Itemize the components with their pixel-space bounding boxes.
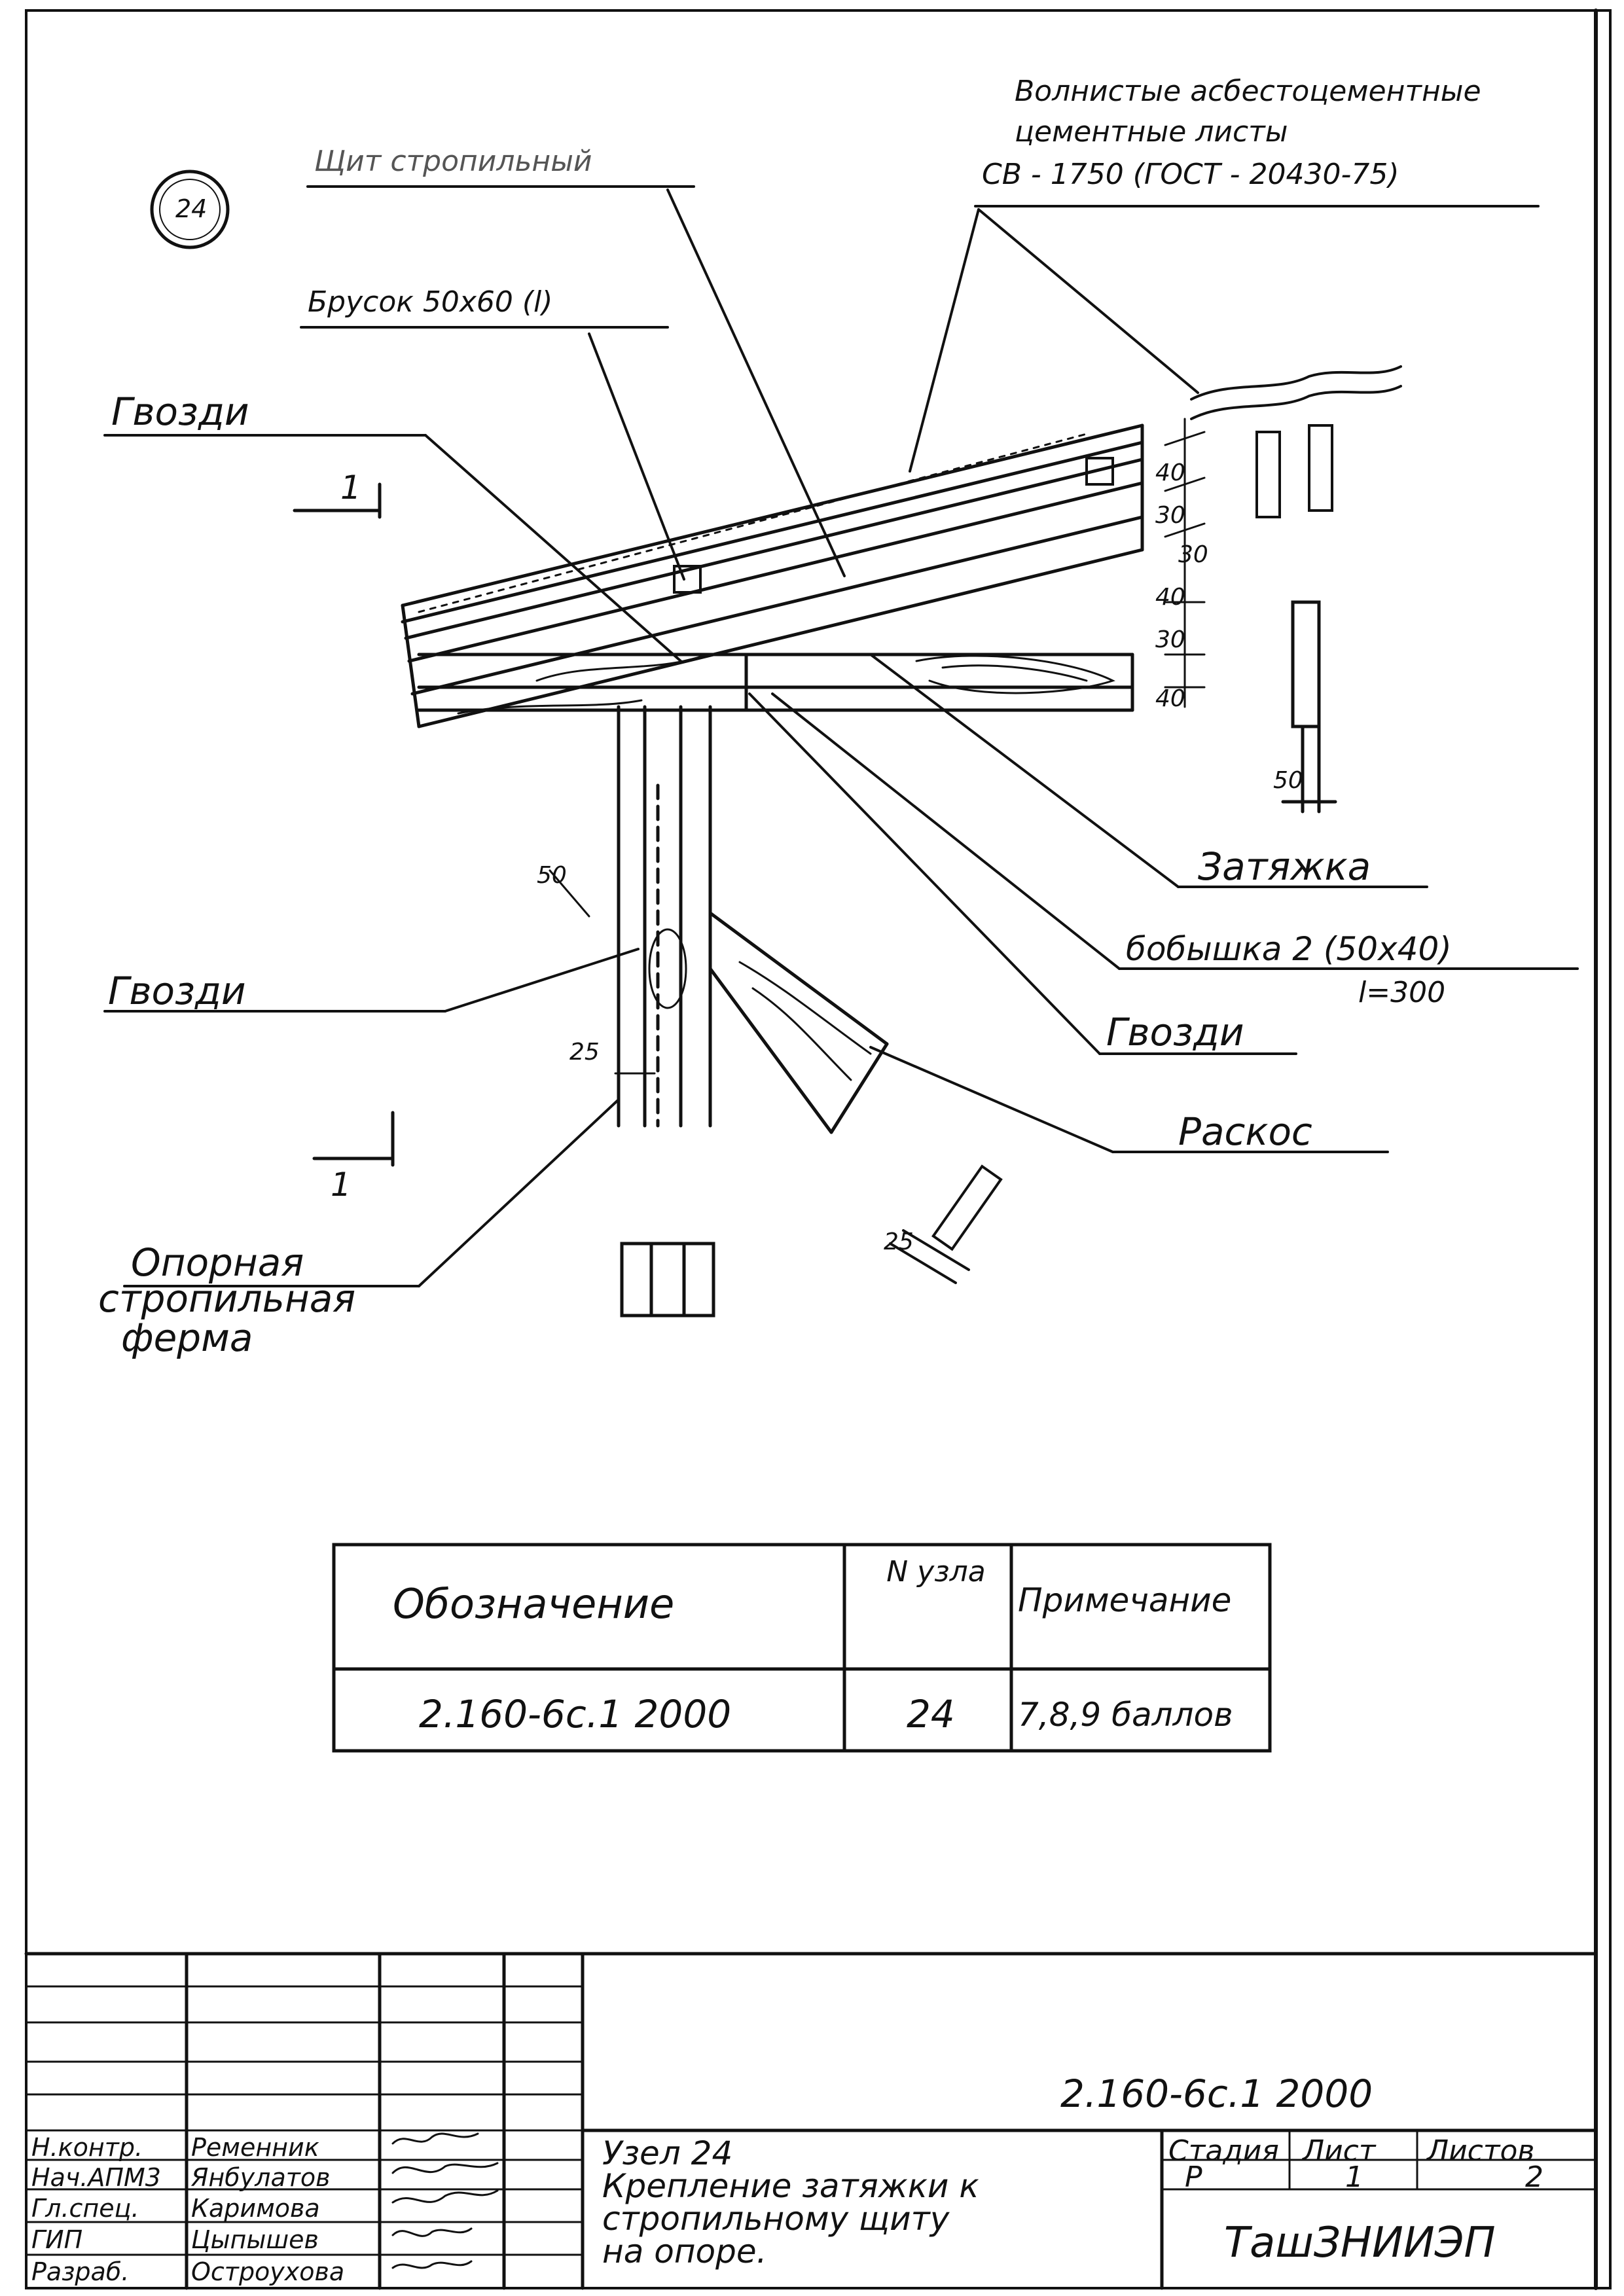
signer-name: Цыпышев	[191, 2225, 319, 2254]
section-detail-post	[620, 1242, 715, 1318]
spec-header-designation: Обозначение	[393, 1580, 675, 1628]
brace	[708, 911, 889, 1134]
label-tie: Затяжка	[1198, 844, 1371, 889]
label-sheets-line3: СВ - 1750 (ГОСТ - 20430-75)	[982, 158, 1399, 191]
outer-frame	[25, 9, 1612, 2289]
title-block-lines	[24, 1952, 1598, 2290]
signer-name: Ременник	[191, 2133, 319, 2162]
section-mark-bottom-label: 1	[331, 1166, 352, 1204]
tie-beam	[417, 653, 1134, 712]
roof-package	[401, 423, 1144, 728]
organization: ТашЗНИИЭП	[1224, 2219, 1496, 2267]
dim-40-c: 40	[1155, 685, 1185, 712]
signer-role: Гл.спец.	[31, 2194, 139, 2223]
spec-header-node: N узла	[886, 1555, 986, 1588]
title-line2: Крепление затяжки к	[602, 2167, 979, 2205]
spec-header-note: Примечание	[1018, 1581, 1232, 1619]
dim-50-post: 50	[537, 862, 567, 889]
sheet-hatching	[418, 433, 1114, 613]
sheet-header: Лист	[1303, 2134, 1376, 2168]
section-mark-top	[293, 482, 382, 519]
label-sheets-line1: Волнистые асбестоцементные	[1015, 75, 1481, 108]
sheets-header: Листов	[1427, 2134, 1535, 2168]
spec-table-lines	[332, 1543, 1272, 1753]
signer-role: Разраб.	[31, 2257, 130, 2286]
label-bar: Брусок 50х60 (l)	[308, 285, 553, 319]
signer-role: ГИП	[31, 2225, 83, 2254]
title-line1: Узел 24	[602, 2134, 733, 2172]
dim-30-c: 30	[1155, 626, 1185, 653]
label-nails-left: Гвозди	[108, 969, 246, 1013]
label-truss-line3: ферма	[121, 1316, 253, 1360]
signer-name: Каримова	[191, 2194, 320, 2223]
dim-25-post: 25	[569, 1039, 600, 1066]
leader-lines	[103, 185, 1579, 1287]
label-nails-right: Гвозди	[1106, 1010, 1244, 1054]
signer-name: Янбулатов	[191, 2163, 331, 2192]
stage-value: Р	[1185, 2161, 1202, 2194]
label-block-line2: l=300	[1358, 976, 1446, 1009]
sheets-detail	[1190, 365, 1402, 518]
wood-grain	[457, 653, 1115, 715]
spec-row-node: 24	[907, 1692, 955, 1736]
section-detail-brace	[889, 1164, 1003, 1284]
dim-25-brace: 25	[884, 1229, 914, 1255]
label-truss-line2: стропильная	[98, 1276, 356, 1321]
signatures	[391, 2132, 499, 2269]
stage-header: Стадия	[1168, 2134, 1279, 2168]
node-badge-number: 24	[175, 194, 208, 223]
dim-40-b: 40	[1155, 584, 1185, 611]
spec-row-designation: 2.160-6с.1 2000	[419, 1692, 732, 1736]
label-block-line1: бобышка 2 (50х40)	[1126, 930, 1452, 968]
section-mark-top-label: 1	[340, 469, 361, 507]
label-sheets-line2: цементные листы	[1015, 115, 1288, 149]
signer-name: Остроухова	[191, 2257, 345, 2286]
section-mark-bottom	[312, 1111, 395, 1167]
label-nails-top: Гвозди	[111, 389, 249, 434]
label-rafter-panel: Щит стропильный	[314, 145, 592, 178]
dim-50-tie: 50	[1273, 767, 1303, 794]
sheet-value: 1	[1345, 2161, 1363, 2194]
dim-40-a: 40	[1155, 459, 1185, 486]
title-line4: на опоре.	[602, 2233, 767, 2270]
truss-post	[617, 705, 712, 1128]
doc-code: 2.160-6с.1 2000	[1060, 2072, 1373, 2116]
signer-role: Н.контр.	[31, 2133, 143, 2162]
label-truss-line1: Опорная	[131, 1240, 304, 1285]
dim-30-a: 30	[1155, 502, 1185, 529]
label-brace: Раскос	[1178, 1109, 1312, 1154]
sheets-value: 2	[1525, 2161, 1543, 2194]
title-line3: стропильному щиту	[602, 2200, 950, 2238]
section-detail-tie	[1281, 600, 1337, 814]
signer-role: Нач.АПМ3	[31, 2163, 161, 2192]
node-badge-circle	[150, 170, 230, 249]
dim-30-b: 30	[1178, 541, 1208, 568]
spec-row-note: 7,8,9 баллов	[1018, 1696, 1233, 1734]
dimension-chain	[549, 418, 1206, 1075]
